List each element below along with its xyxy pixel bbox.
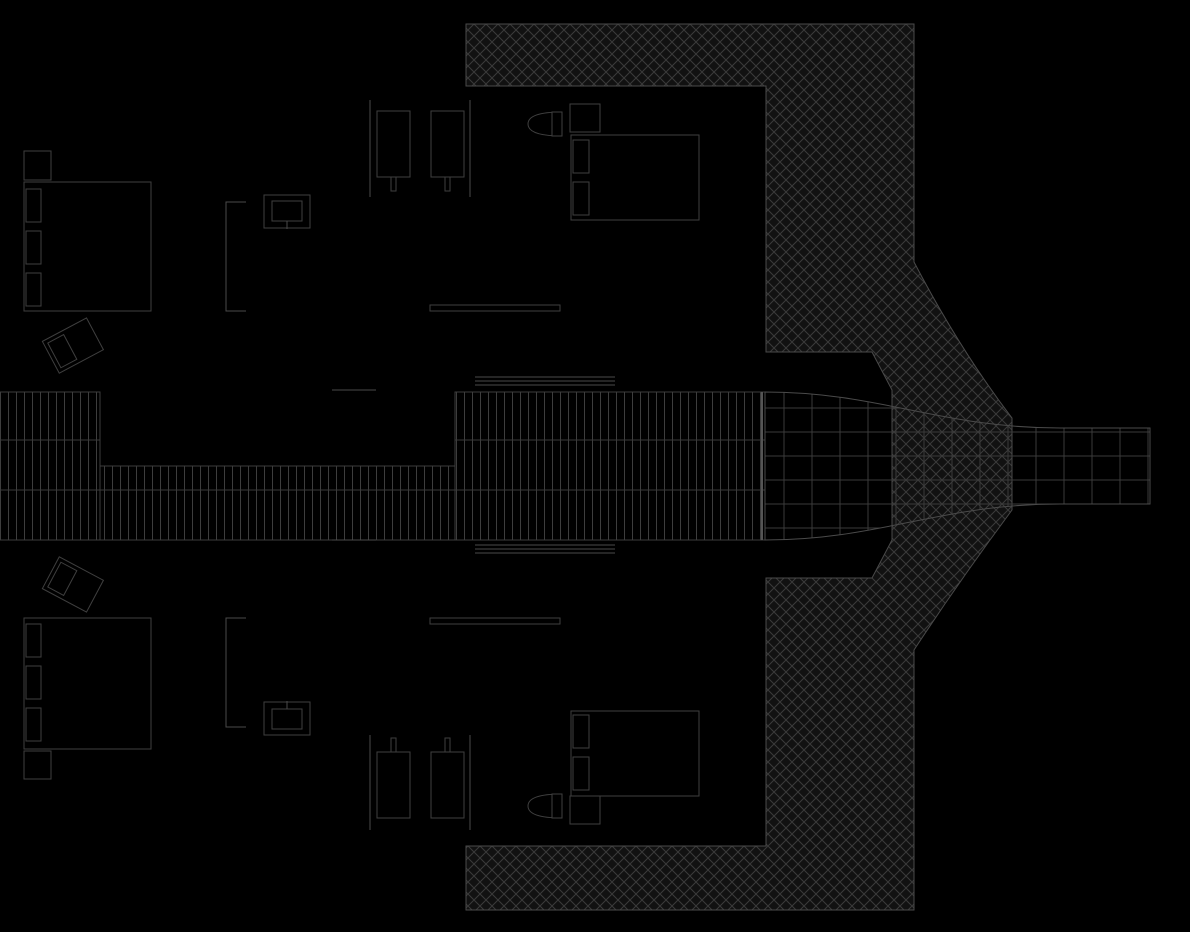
- wall-partition-bottom: [225, 617, 561, 728]
- double-bed-top-right: [570, 134, 700, 221]
- tiled-pathway: [761, 391, 1151, 541]
- steps-top: [475, 376, 615, 386]
- shower-trays-top: [369, 100, 471, 197]
- wall-partition-top: [225, 201, 561, 312]
- timber-deck: [0, 389, 766, 541]
- toilet-bottom: [527, 793, 601, 825]
- wash-basin-top: [263, 194, 311, 229]
- lounge-chair-top-left: [41, 317, 105, 374]
- lounge-chair-bottom-left: [41, 556, 105, 613]
- double-bed-bottom-left: [23, 617, 152, 750]
- steps-bottom: [475, 544, 615, 554]
- wash-basin-bottom: [263, 701, 311, 736]
- herringbone-paving: [465, 23, 1013, 911]
- toilet-top: [527, 103, 601, 137]
- nightstand-top-left: [23, 150, 52, 181]
- double-bed-top-left: [23, 181, 152, 312]
- nightstand-bottom-left: [23, 750, 52, 780]
- double-bed-bottom-right: [570, 710, 700, 797]
- shower-trays-bottom: [369, 735, 471, 830]
